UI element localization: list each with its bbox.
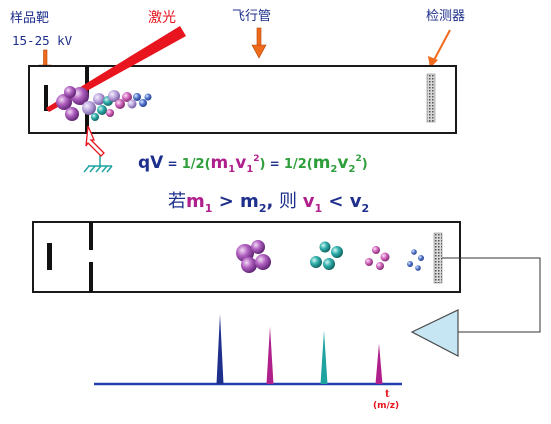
top-panel: 样品靶 15-25 kV 激光 飞行管 检测器 — [10, 9, 465, 173]
spectrum-peak-4 — [375, 343, 383, 384]
eq-sq1: 2 — [253, 154, 259, 164]
eq-sq2: 2 — [355, 154, 361, 164]
eq-half2: 1/2( — [284, 157, 313, 172]
eq-v1: v — [235, 153, 246, 173]
sample-target-plate-bottom — [47, 243, 52, 270]
axis-label-unit: (m/z) — [373, 401, 399, 411]
eq2-v2: v — [350, 191, 362, 212]
eq-m2-sub: 2 — [330, 164, 337, 175]
eq-eq1: = — [163, 157, 181, 171]
detector-top — [426, 73, 436, 123]
target-label: 样品靶 — [10, 11, 49, 26]
eq2-comma: , — [266, 191, 273, 212]
eq2-lt: < — [322, 191, 350, 212]
ion-group-blue — [407, 249, 424, 271]
bottom-panel — [32, 221, 541, 357]
flight-tube-label: 飞行管 — [232, 9, 271, 24]
detector-label: 检测器 — [426, 9, 465, 24]
eq-v1-sub: 1 — [246, 164, 253, 175]
eq2-v1-sub: 1 — [315, 202, 323, 215]
eq-half1: 1/2( — [182, 157, 211, 172]
eq2-if: 若 — [168, 191, 186, 212]
extraction-grid-lower-bottom — [89, 262, 93, 292]
eq-qV: qV — [138, 153, 164, 173]
eq-close1: ) — [260, 157, 266, 172]
equation-line-1: qV = 1/2(m1v12) = 1/2(m2v22) — [138, 153, 368, 175]
ion-cloud-source — [56, 86, 152, 121]
eq-close2: ) — [362, 157, 368, 172]
equation-line-2: 若m1 > m2, 则 v1 < v2 — [168, 191, 369, 215]
eq2-m1-sub: 1 — [205, 202, 213, 215]
laser-label: 激光 — [148, 9, 176, 26]
ground-symbol — [83, 153, 113, 173]
eq-v2: v — [337, 153, 348, 173]
eq2-gt: > — [212, 191, 240, 212]
eq-m1: m — [211, 153, 229, 173]
extraction-grid-upper-bottom — [89, 222, 93, 250]
signal-wire — [442, 257, 541, 333]
detector-bottom — [433, 232, 443, 284]
sample-target-plate — [44, 85, 48, 111]
extraction-grid-lower — [85, 104, 89, 133]
ground-arrow — [85, 125, 105, 157]
eq2-m1: m — [186, 191, 205, 212]
eq-v2-sub: 2 — [348, 164, 355, 175]
eq2-v2-sub: 2 — [362, 202, 370, 215]
spectrum-peak-2 — [266, 326, 274, 384]
spectrum-peak-3 — [320, 330, 328, 384]
spectrum: t (m/z) — [94, 314, 402, 411]
eq-eq2: = — [266, 157, 284, 171]
voltage-label: 15-25 kV — [12, 33, 73, 48]
eq2-m2: m — [240, 191, 259, 212]
ion-group-purple — [236, 240, 271, 273]
eq-m1-sub: 1 — [228, 164, 235, 175]
ion-group-pink — [365, 246, 390, 270]
eq2-v1: v — [303, 191, 315, 212]
svg-text:qV = 1/2(m1v12) = 1/2(m2v22): qV = 1/2(m1v12) = 1/2(m2v22) — [138, 153, 368, 175]
eq2-m2-sub: 2 — [259, 202, 267, 215]
eq2-then: 则 — [273, 191, 302, 212]
ion-group-teal — [310, 241, 343, 270]
eq-m2: m — [313, 153, 331, 173]
extraction-grid-upper — [85, 66, 89, 96]
amplifier-triangle — [410, 309, 459, 357]
flight-tube-arrow — [251, 27, 267, 59]
spectrum-peak-1 — [216, 314, 224, 384]
spectrum-peaks — [216, 314, 383, 384]
axis-label-t: t — [385, 389, 390, 400]
detector-arrow — [428, 29, 451, 68]
svg-text:若m1 > m2, 则 v1 < v2: 若m1 > m2, 则 v1 < v2 — [168, 191, 369, 215]
